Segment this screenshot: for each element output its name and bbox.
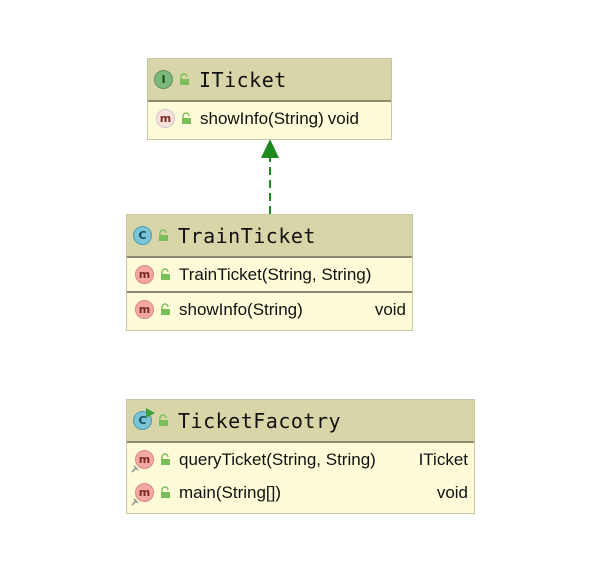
class-name: ITicket [199, 67, 287, 92]
method-signature: showInfo(String) [200, 108, 324, 128]
public-visibility-icon [161, 453, 170, 465]
method-signature: showInfo(String) [179, 299, 303, 319]
method-icon: m [135, 265, 154, 284]
iticket-header: I ITicket [148, 59, 391, 102]
runnable-icon [146, 408, 155, 418]
public-visibility-icon [161, 268, 170, 280]
method-row[interactable]: m showInfo(String) void [127, 291, 412, 326]
constructor-row[interactable]: m TrainTicket(String, String) [127, 258, 412, 291]
public-visibility-icon [161, 303, 170, 315]
class-name: TicketFacotry [178, 408, 342, 433]
ticketfactory-class-box[interactable]: C TicketFacotry m queryTicket(String, St… [126, 399, 475, 514]
method-row[interactable]: m main(String[]) void [127, 476, 474, 509]
method-return-type: void [374, 299, 406, 319]
constructor-signature: TrainTicket(String, String) [179, 264, 372, 284]
trainticket-header: C TrainTicket [127, 215, 412, 258]
method-return-type: void [436, 482, 468, 502]
trainticket-class-box[interactable]: C TrainTicket m TrainTicket(String, Stri… [126, 214, 413, 331]
static-pin-icon [131, 498, 139, 506]
static-method-icon: m [135, 483, 154, 502]
iticket-class-box[interactable]: I ITicket m showInfo(String) void [147, 58, 392, 140]
public-visibility-icon [159, 229, 168, 241]
method-return-type: void [327, 108, 359, 128]
class-name: TrainTicket [178, 223, 316, 248]
public-visibility-icon [182, 112, 191, 124]
method-signature: main(String[]) [179, 482, 282, 502]
public-visibility-icon [180, 73, 189, 85]
static-pin-icon [131, 465, 139, 473]
method-icon: m [135, 300, 154, 319]
method-signature: queryTicket(String, String) [179, 449, 376, 469]
static-method-icon: m [135, 450, 154, 469]
implements-arrowhead [261, 139, 279, 158]
method-row[interactable]: m queryTicket(String, String) ITicket [127, 443, 474, 476]
method-row[interactable]: m showInfo(String) void [148, 102, 391, 135]
ticketfactory-header: C TicketFacotry [127, 400, 474, 443]
interface-icon: I [154, 70, 173, 89]
class-icon: C [133, 226, 152, 245]
abstract-method-icon: m [156, 109, 175, 128]
public-visibility-icon [159, 414, 168, 426]
method-return-type: ITicket [418, 449, 468, 469]
public-visibility-icon [161, 486, 170, 498]
